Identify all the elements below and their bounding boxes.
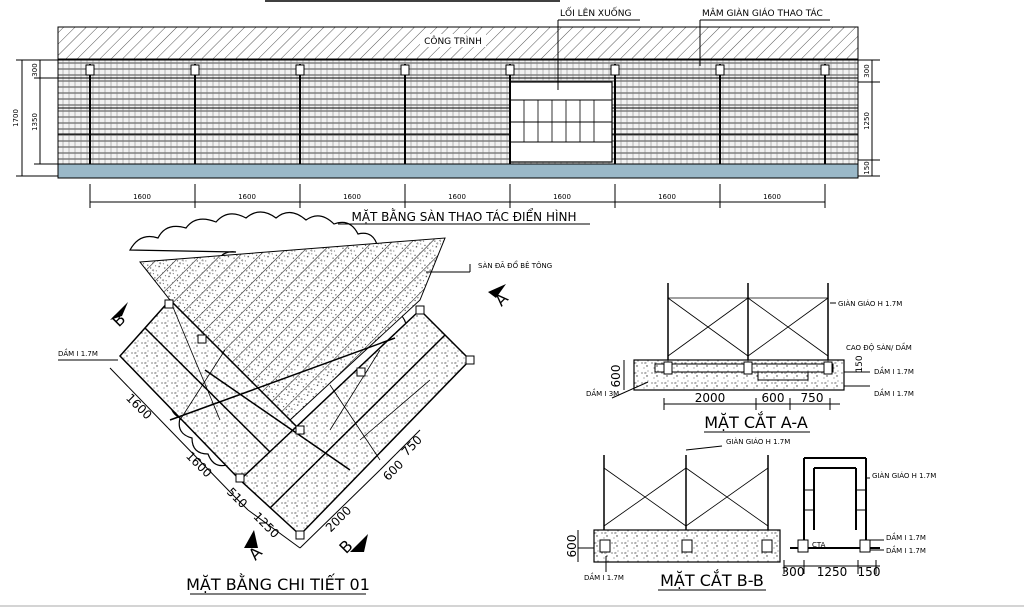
concrete-slab: [139, 237, 446, 421]
aa-dim-2000: 2000: [695, 391, 726, 405]
aa-dim-height: 600: [609, 365, 623, 388]
section-bb-slab: [593, 529, 781, 563]
left-dim-middle: 1350: [31, 113, 39, 131]
stair-label: LỐI LÊN XUỐNG: [560, 6, 631, 19]
section-marker-a-bottom: A: [244, 530, 266, 564]
right-dim-bottom: 150: [863, 161, 871, 174]
bb-title: MẶT CẮT B-B: [660, 569, 764, 590]
frame-posts: [89, 64, 826, 164]
slab-note: SÀN ĐÃ ĐỔ BÊ TÔNG: [478, 260, 552, 270]
top-plan: CÔNG TRÌNH: [12, 0, 880, 225]
aa-title: MẶT CẮT A-A: [704, 411, 808, 432]
span-dim-4: 1600: [448, 193, 466, 201]
platform-grating: [57, 59, 859, 165]
section-bb: GIÀN GIÁO H 1.7M 600 DẦM I 1.7M CTA GIÀN…: [565, 437, 936, 591]
svg-text:B: B: [108, 309, 129, 330]
detail-plan-title: MẶT BẰNG CHI TIẾT 01: [186, 573, 370, 594]
detail-plan: B A A B SÀN ĐÃ ĐỔ BÊ TÔNG DẦM I 1.7M: [58, 211, 552, 595]
stair-opening: [509, 81, 613, 163]
plan-top-title: MẶT BẰNG SÀN THAO TÁC ĐIỂN HÌNH: [351, 208, 576, 224]
aa-dim-750: 750: [801, 391, 824, 405]
bb-scaffold-right: GIÀN GIÁO H 1.7M: [872, 471, 936, 480]
section-marker-a-top: A: [488, 284, 512, 310]
right-dim-middle: 1250: [863, 112, 871, 130]
bb-dim-1250: 1250: [817, 565, 848, 579]
bb-dim-300: 300: [782, 565, 805, 579]
ground-strip: [57, 163, 859, 179]
section-marker-b-top: B: [108, 302, 129, 331]
dim-1600b: 1600: [183, 449, 214, 480]
bb-beam-right-2: DẦM I 1.7M: [886, 545, 926, 555]
dim-750: 750: [399, 433, 425, 459]
left-dim-total: 1700: [12, 109, 20, 127]
aa-dim-600: 600: [762, 391, 785, 405]
aa-beam-left: DẦM I 3M: [586, 388, 619, 398]
aa-beam-right-2: DẦM I 1.7M: [874, 388, 914, 398]
left-dim-top: 300: [31, 63, 39, 76]
aa-scaffold-label: GIÀN GIÁO H 1.7M: [838, 299, 902, 308]
dim-510: 510: [224, 485, 250, 511]
span-dim-7: 1600: [763, 193, 781, 201]
aa-beam-right-1: DẦM I 1.7M: [874, 366, 914, 376]
bb-dim-150: 150: [858, 565, 881, 579]
dim-2000: 2000: [323, 503, 354, 534]
section-aa: GIÀN GIÁO H 1.7M CAO ĐỘ SÀN/ DẦM 150 DẦM…: [586, 283, 914, 433]
svg-text:B: B: [335, 536, 356, 557]
span-dim-2: 1600: [238, 193, 256, 201]
span-dim-5: 1600: [553, 193, 571, 201]
dim-1600a: 1600: [123, 391, 154, 422]
beam-note: DẦM I 1.7M: [58, 348, 98, 358]
bb-dim-height: 600: [565, 535, 579, 558]
section-marker-b-bottom: B: [335, 534, 368, 557]
aa-dim-level: 150: [855, 355, 865, 372]
bb-cta: CTA: [812, 541, 826, 549]
dim-600: 600: [380, 457, 406, 483]
aa-level-label: CAO ĐỘ SÀN/ DẦM: [846, 342, 912, 352]
bb-beam-right-1: DẦM I 1.7M: [886, 532, 926, 542]
building-label: CÔNG TRÌNH: [424, 35, 482, 47]
right-dim-top: 300: [863, 64, 871, 77]
bb-scaffold-top: GIÀN GIÁO H 1.7M: [726, 437, 790, 446]
bb-beam-left: DẦM I 1.7M: [584, 572, 624, 582]
span-dim-1: 1600: [133, 193, 151, 201]
span-dim-6: 1600: [658, 193, 676, 201]
span-dim-3: 1600: [343, 193, 361, 201]
platform-label: MÂM GIÀN GIÁO THAO TÁC: [702, 7, 823, 19]
